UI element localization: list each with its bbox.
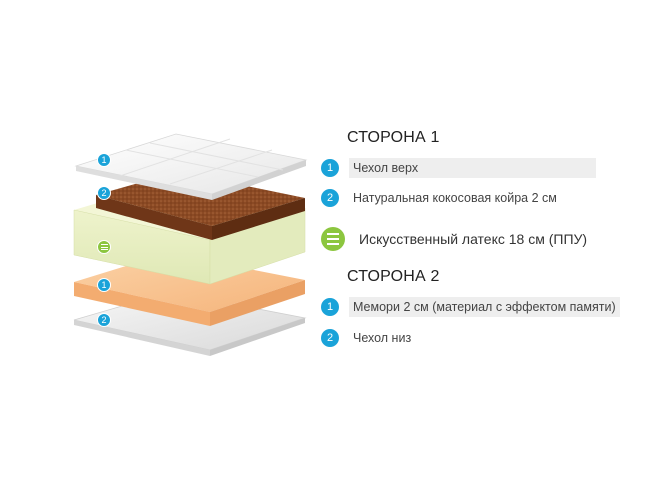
side-1-title: СТОРОНА 1 [347,129,440,146]
number-badge: 1 [321,298,339,316]
number-badge: 1 [321,159,339,177]
illustration-badge-latex [97,240,111,254]
side-1-item-2-label: Натуральная кокосовая койра 2 см [353,191,557,205]
side-2-item-2-label: Чехол низ [353,331,412,345]
illustration-badge-top-cover: 1 [97,153,111,167]
top-cover-layer [74,133,308,200]
side-2-title: СТОРОНА 2 [347,268,440,285]
illustration-badge-bottom-cover: 2 [97,313,111,327]
illustration-badge-coconut: 2 [97,186,111,200]
side-2-item-1: 1 Мемори 2 см (материал с эффектом памят… [321,296,620,318]
layers-icon [321,227,345,251]
side-1-item-2: 2 Натуральная кокосовая койра 2 см [321,187,561,209]
core-item: Искусственный латекс 18 см (ППУ) [321,226,591,252]
number-badge: 2 [321,189,339,207]
side-1-item-1: 1 Чехол верх [321,157,596,179]
layers-icon [100,243,108,251]
number-badge: 2 [321,329,339,347]
core-item-label: Искусственный латекс 18 см (ППУ) [359,231,588,247]
memory-foam-layer [74,253,305,326]
side-2-item-2: 2 Чехол низ [321,327,415,349]
side-1-item-1-label: Чехол верх [349,158,596,178]
illustration-badge-memory: 1 [97,278,111,292]
side-2-item-1-label: Мемори 2 см (материал с эффектом памяти) [349,297,620,317]
